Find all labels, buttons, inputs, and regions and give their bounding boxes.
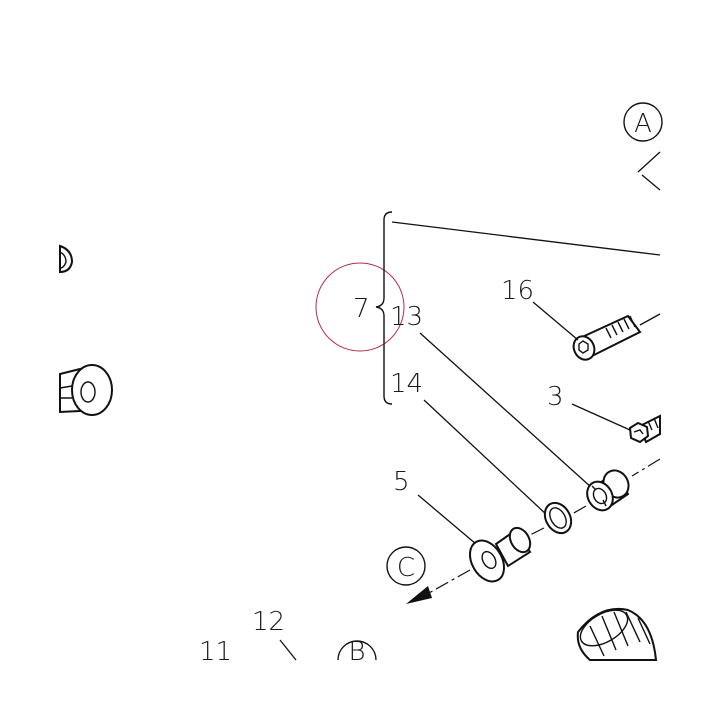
callout-c: C [397,553,415,583]
bushing-13 [586,469,630,512]
bracket-top-line [391,221,661,256]
left-part-upper [59,244,74,274]
axis-line [419,458,661,599]
bolt-3 [628,414,661,444]
washer-14 [543,501,573,535]
label-14: 14 [390,369,423,399]
leader-a-2 [641,174,661,191]
leader-5 [417,494,477,545]
group-bracket [375,211,393,405]
label-13: 13 [390,302,423,332]
callout-b-circle [337,640,377,661]
highlight-circle [315,262,405,352]
flanged-bushing-5 [468,526,532,583]
callout-c-circle [386,546,426,586]
leader-a-1 [637,151,661,173]
leader-3 [571,403,631,431]
direction-arrow [406,586,432,604]
screw-16 [572,313,661,361]
leader-12 [279,639,297,661]
left-roller [59,364,113,416]
label-3: 3 [547,382,564,412]
callout-b: B [348,637,365,667]
leader-16 [532,301,579,341]
leader-13 [419,332,593,489]
label-7: 7 [353,294,370,324]
label-5: 5 [393,467,410,497]
callout-a-circle [623,102,663,142]
knurled-knob [576,608,658,661]
label-16: 16 [501,276,534,306]
leader-14 [423,399,549,517]
callout-a: A [634,109,652,139]
label-12: 12 [252,607,285,637]
label-11: 11 [199,637,232,667]
